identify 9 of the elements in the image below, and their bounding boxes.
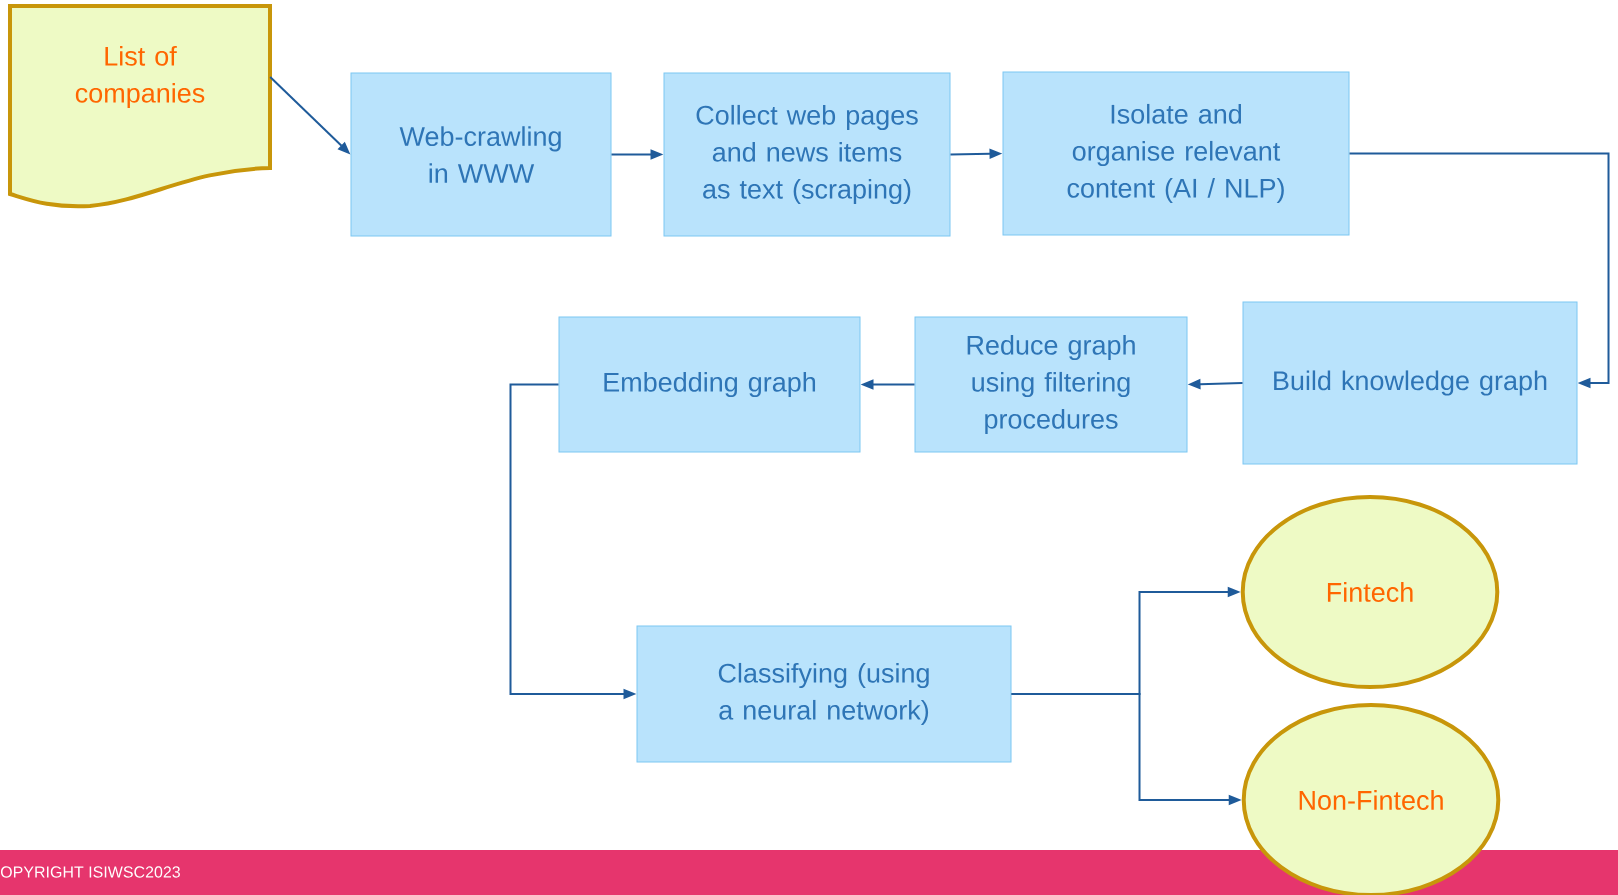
- process-box: Embedding graph: [558, 316, 861, 453]
- process-box: Build knowledge graph: [1242, 301, 1578, 465]
- arrow: [1348, 152, 1610, 389]
- process-box: Reduce graph using filtering procedures: [914, 316, 1188, 453]
- process-box: Web-crawling in WWW: [350, 72, 612, 237]
- process-box: Isolate and organise relevant content (AI / NLP): [1002, 71, 1350, 236]
- footer-text: OPYRIGHT ISIWSC2023: [0, 866, 180, 878]
- process-box: Classifying (using a neural network): [636, 625, 1012, 763]
- process-box: Collect web pages and news items as text (scraping): [663, 72, 951, 237]
